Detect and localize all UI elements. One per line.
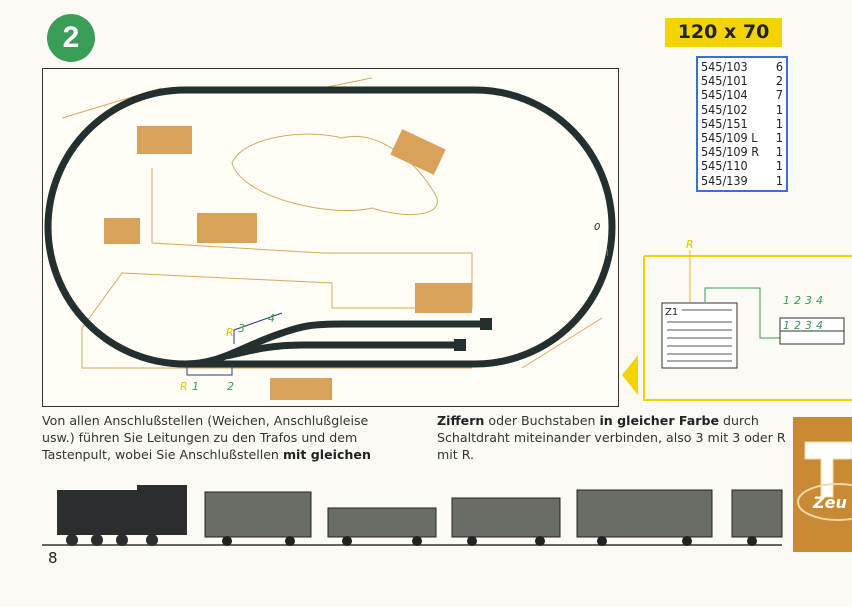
- transformer-z1: [661, 302, 738, 369]
- part-qty: 1: [775, 144, 783, 160]
- text-bold: Ziffern: [437, 413, 485, 428]
- wiring-diagram: R Z1 1 2 3 4 1 2 3 4: [622, 238, 852, 401]
- locomotive: [57, 485, 187, 546]
- part-qty: 7: [775, 87, 783, 103]
- part-qty: 2: [775, 73, 783, 89]
- label-1: 1: [192, 380, 199, 393]
- part-number: 545/139: [701, 172, 748, 188]
- panel-number: 4: [816, 319, 823, 332]
- label-2: 2: [227, 380, 234, 393]
- parts-row: 545/103 6: [701, 59, 783, 74]
- panel-number: 1: [783, 294, 790, 307]
- building: [197, 213, 257, 243]
- part-qty: 1: [775, 158, 783, 174]
- part-number: 545/101: [701, 73, 748, 89]
- panel-number: 2: [794, 319, 801, 332]
- layout-size-label: 120 x 70: [665, 18, 782, 47]
- text: oder Buchstaben: [484, 413, 600, 428]
- building: [104, 218, 140, 244]
- label-z1: Z1: [665, 307, 678, 318]
- building: [415, 283, 472, 313]
- label-r: R: [686, 238, 694, 251]
- part-qty: 1: [775, 172, 783, 188]
- wagon: [204, 491, 312, 538]
- part-qty: 1: [775, 101, 783, 117]
- step-badge: 2: [47, 14, 95, 62]
- buildings: [104, 126, 472, 400]
- part-number: 545/103: [701, 59, 748, 74]
- text: Von allen Anschlußstellen (Weichen, Ansc…: [42, 413, 369, 462]
- label-r: R: [226, 326, 234, 339]
- trix-logo: Zeu: [793, 417, 852, 552]
- wagon: [731, 489, 783, 538]
- track-layout-map: R 1 2 R 3 4 0 I: [42, 68, 619, 407]
- label-r: R: [180, 380, 188, 393]
- label-i: I: [606, 248, 609, 259]
- wire: [186, 312, 283, 376]
- label-0: 0: [594, 222, 600, 233]
- buffer-stop: [454, 339, 466, 351]
- wagon: [327, 507, 437, 538]
- logo-image: Zeu: [797, 441, 852, 521]
- parts-row: 545/102 1: [701, 101, 783, 117]
- train-illustration: [42, 485, 783, 546]
- parts-row: 545/109 L 1: [701, 130, 783, 146]
- building: [390, 129, 446, 175]
- building: [137, 126, 192, 154]
- parts-row: 545/110 1: [701, 159, 783, 173]
- part-number: 545/102: [701, 101, 748, 117]
- label-3: 3: [238, 322, 245, 335]
- yellow-frame: [643, 255, 852, 401]
- wagons: [204, 489, 783, 538]
- arrow-icon: [622, 355, 638, 395]
- parts-row: 545/151 1: [701, 115, 783, 131]
- track: [44, 86, 616, 368]
- parts-row: 545/101 2: [701, 74, 783, 88]
- part-qty: 1: [775, 115, 783, 131]
- building: [270, 378, 332, 400]
- parts-row: 545/109 R 1: [701, 145, 783, 159]
- siding-2: [226, 341, 462, 360]
- oval-track: [44, 86, 616, 368]
- part-number: 545/151: [701, 115, 748, 131]
- text: durch Schaltdraht miteinander verbinden,…: [437, 413, 786, 462]
- part-number: 545/110: [701, 158, 748, 174]
- siding-1: [184, 320, 487, 368]
- wagon: [576, 489, 713, 538]
- panel-number: 3: [805, 319, 812, 332]
- page-number: 8: [48, 549, 58, 567]
- instruction-text-left: Von allen Anschlußstellen (Weichen, Ansc…: [42, 412, 402, 463]
- part-number: 545/104: [701, 87, 748, 103]
- panel-number: 1: [783, 319, 790, 332]
- text-bold: in gleicher Farbe: [599, 413, 720, 428]
- panel-number: 4: [816, 294, 823, 307]
- text-bold: mit gleichen: [282, 447, 371, 462]
- label-4: 4: [268, 312, 275, 325]
- parts-row: 545/139 1: [701, 172, 783, 188]
- part-number: 545/109 R: [701, 144, 760, 160]
- part-number: 545/109 L: [701, 130, 758, 146]
- panel-number: 2: [794, 294, 801, 307]
- svg-text:Zeu: Zeu: [812, 493, 847, 512]
- panel-number: 3: [805, 294, 812, 307]
- buffer-stop: [480, 318, 492, 330]
- instruction-text-right: Ziffern oder Buchstaben in gleicher Farb…: [437, 412, 792, 463]
- part-qty: 6: [775, 59, 783, 74]
- parts-row: 545/104 7: [701, 88, 783, 102]
- part-qty: 1: [775, 130, 783, 146]
- wagon: [451, 497, 561, 538]
- parts-list: 545/103 6 545/101 2 545/104 7 545/102 1 545/…: [696, 56, 788, 192]
